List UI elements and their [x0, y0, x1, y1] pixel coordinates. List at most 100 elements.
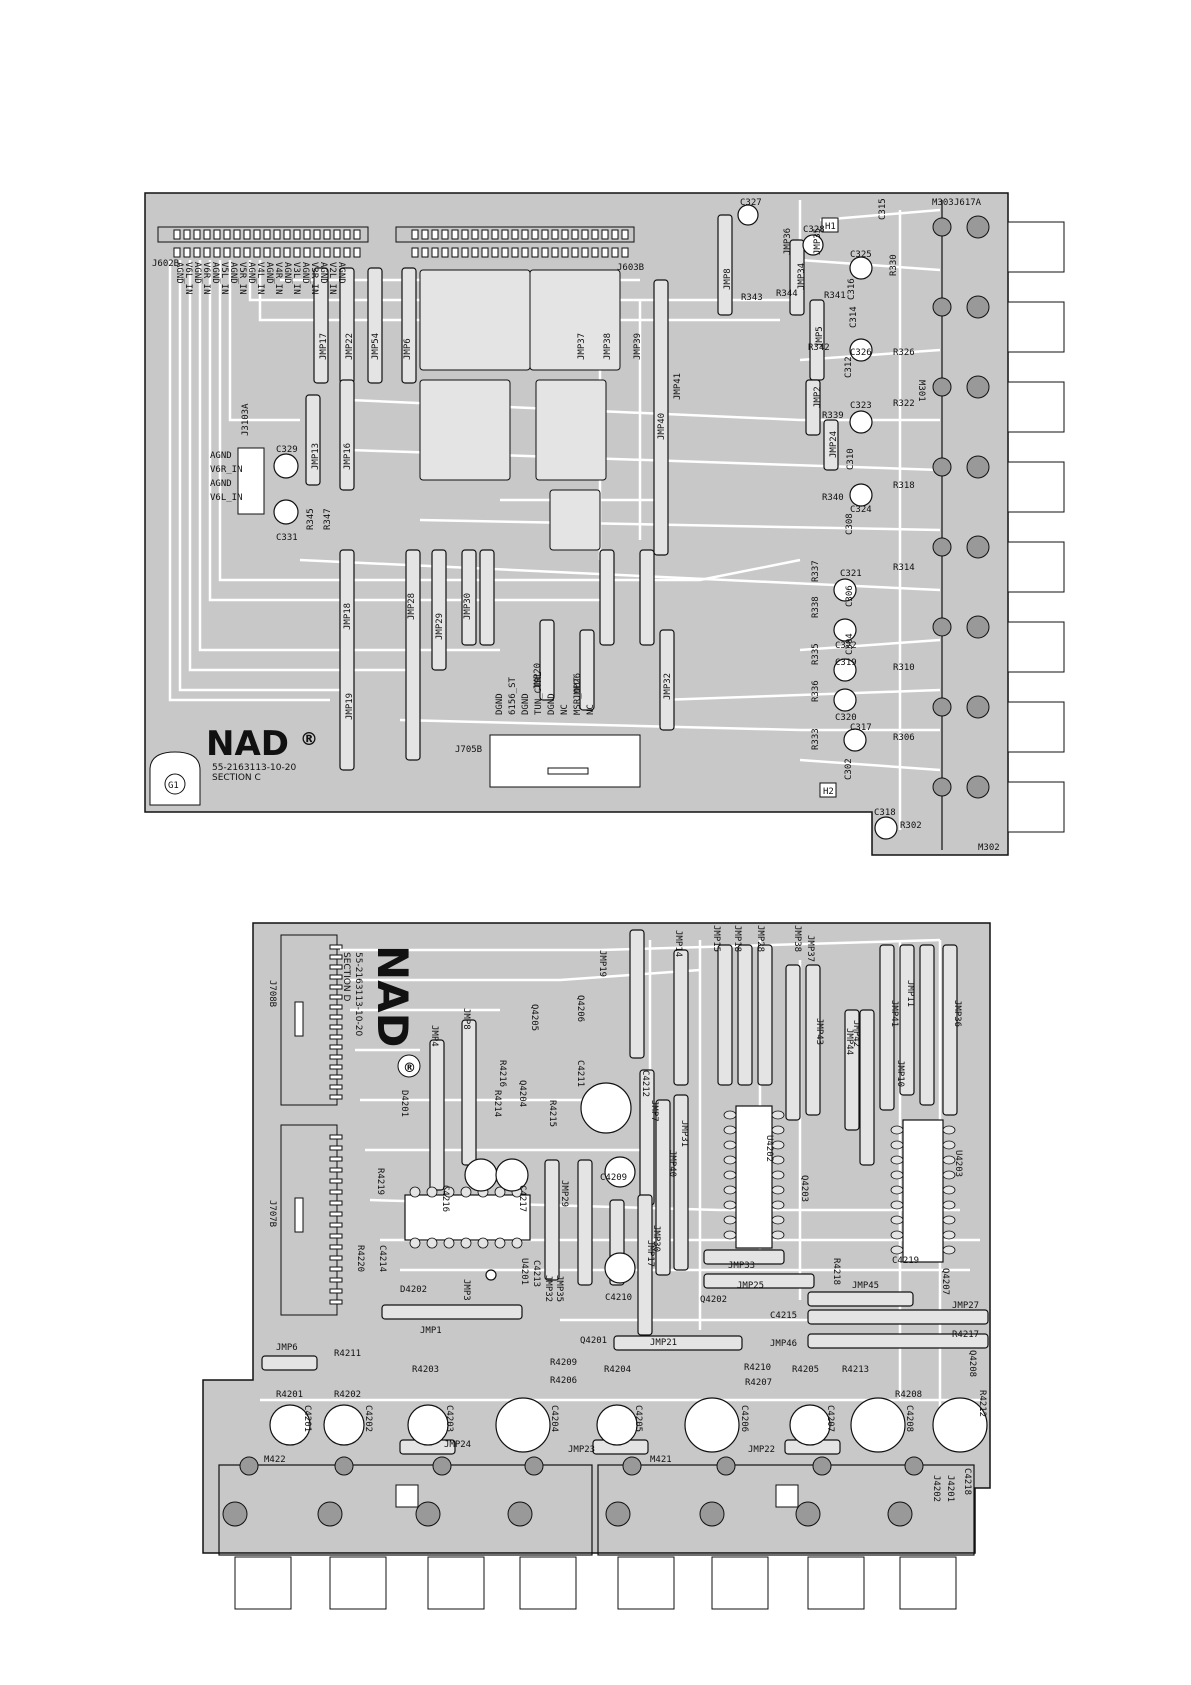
jumper-label: JMP29	[559, 1180, 569, 1207]
label-j603b: J603B	[617, 263, 644, 273]
jumper-label: JMP2	[813, 386, 823, 408]
resistor-label: R4220	[355, 1245, 365, 1272]
label-j707b: J707B	[267, 1200, 277, 1227]
jumper-label: JMP6	[276, 1343, 298, 1353]
jumper-label: JMP18	[343, 603, 353, 630]
j3103-pin-1: AGND	[210, 451, 232, 461]
label-m303: M303	[932, 198, 954, 208]
component-label: R347	[323, 508, 333, 530]
j705-pin-label: DGND	[521, 693, 531, 715]
label-g1: G1	[168, 781, 179, 791]
hole-h1	[821, 217, 839, 233]
label-h2: H2	[823, 787, 834, 797]
board-d-jumpers	[261, 929, 989, 1455]
component-label: C321	[840, 569, 862, 579]
component-label: C316	[847, 278, 857, 300]
component-label: C326	[850, 348, 872, 358]
j705-pin-label: DGND	[547, 693, 557, 715]
component-label: C323	[850, 401, 872, 411]
jumper-label: JMP37	[805, 935, 815, 962]
capacitor-label: C4204	[549, 1405, 559, 1432]
resistor-label: R4218	[831, 1258, 841, 1285]
board-d-ics	[404, 1105, 944, 1263]
jumper-label: JMP30	[651, 1225, 661, 1252]
jumper-label: JMP8	[723, 268, 733, 290]
label-j617a: J617A	[954, 198, 982, 208]
capacitor-label: C4202	[363, 1405, 373, 1432]
board-c-transistors	[273, 204, 898, 840]
j705-pin-label: TUN_CTRL	[534, 672, 544, 715]
board-d-output-jacks	[218, 1456, 975, 1610]
j602-pin-label: V4R_IN	[273, 262, 283, 295]
label-j705b: J705B	[455, 745, 482, 755]
j3103-pin-3: AGND	[210, 479, 232, 489]
component-label: C328	[803, 225, 825, 235]
transistor-label: Q4203	[799, 1175, 809, 1202]
component-label: R322	[893, 399, 915, 409]
resistor-label: R4211	[334, 1349, 361, 1359]
component-label: R343	[741, 293, 763, 303]
section-label-c: SECTION C	[212, 773, 261, 783]
component-label: C315	[878, 198, 888, 220]
jumper-label: JMP41	[889, 1000, 899, 1027]
j705-pin-label: MSR_OUT	[573, 676, 583, 715]
j602-pin-label: AGND	[174, 262, 184, 284]
capacitor-label: C4206	[739, 1405, 749, 1432]
capacitor-label: C4207	[825, 1405, 835, 1432]
board-d: NAD 55-2163113-10-20 SECTION D ® J708B J…	[202, 922, 991, 1610]
brand-logo-c: NAD	[206, 724, 289, 764]
jumper-label: JMP31	[679, 1120, 689, 1147]
j602-pin-label: AGND	[336, 262, 346, 284]
jumper-label: JMP35	[813, 228, 823, 255]
resistor-label: R4206	[550, 1376, 577, 1386]
j602-pin-label: AGND	[192, 262, 202, 284]
label-m421: M421	[650, 1455, 672, 1465]
label-j3103a: J3103A	[241, 403, 251, 436]
component-label: R326	[893, 348, 915, 358]
resistor-label: R4205	[792, 1365, 819, 1375]
component-label: C312	[844, 356, 854, 378]
component-label: C322	[835, 641, 857, 651]
label-m302: M302	[978, 843, 1000, 853]
capacitor-label: C4212	[640, 1070, 650, 1097]
label-m301: M301	[916, 380, 926, 402]
jumper-label: JMP22	[748, 1445, 775, 1455]
resistor-label: R4215	[547, 1100, 557, 1127]
component-label: R336	[811, 680, 821, 702]
jumper-label: JMP38	[603, 333, 613, 360]
jumper-label: JMP40	[667, 1150, 677, 1177]
j705-pin-label: 6156_ST	[508, 676, 518, 715]
jumper-label: JMP4	[429, 1025, 439, 1047]
board-c-component-labels: C327C328C329C331C325C326C323C324C321C322…	[276, 198, 922, 831]
j602-pin-label: V5L_IN	[219, 262, 229, 295]
jumper-label: JMP29	[435, 613, 445, 640]
jumper-label: JMP38	[792, 925, 802, 952]
capacitor-label: C4219	[892, 1256, 919, 1266]
j602-header-top	[157, 226, 369, 243]
jumper-label: JMP43	[814, 1018, 824, 1045]
component-label: R302	[900, 821, 922, 831]
component-label: C327	[740, 198, 762, 208]
component-label: C320	[835, 713, 857, 723]
component-label: C318	[874, 808, 896, 818]
jumper-label: JMP36	[783, 228, 793, 255]
registered-circle-d	[397, 1054, 421, 1078]
resistor-label: R4213	[842, 1365, 869, 1375]
board-c-jumpers	[305, 214, 839, 771]
board-d-edge-connectors	[280, 934, 343, 1316]
j602-pin-label: AGND	[210, 262, 220, 284]
capacitor-label: C4218	[962, 1468, 972, 1495]
capacitor-label: C4203	[444, 1405, 454, 1432]
jumper-label: JMP45	[852, 1281, 879, 1291]
board-d-bottom-capacitors	[269, 1397, 988, 1453]
j3103-pin-4: V6L_IN	[210, 493, 243, 503]
jumper-label: JMP32	[543, 1275, 553, 1302]
transistor-label: Q4201	[580, 1336, 607, 1346]
board-d-top-capacitors	[464, 1082, 636, 1284]
jumper-label: JMP27	[952, 1301, 979, 1311]
jumper-label: JMP20	[533, 663, 543, 690]
component-label: C329	[276, 445, 298, 455]
j705-pin-label: DGND	[495, 693, 505, 715]
